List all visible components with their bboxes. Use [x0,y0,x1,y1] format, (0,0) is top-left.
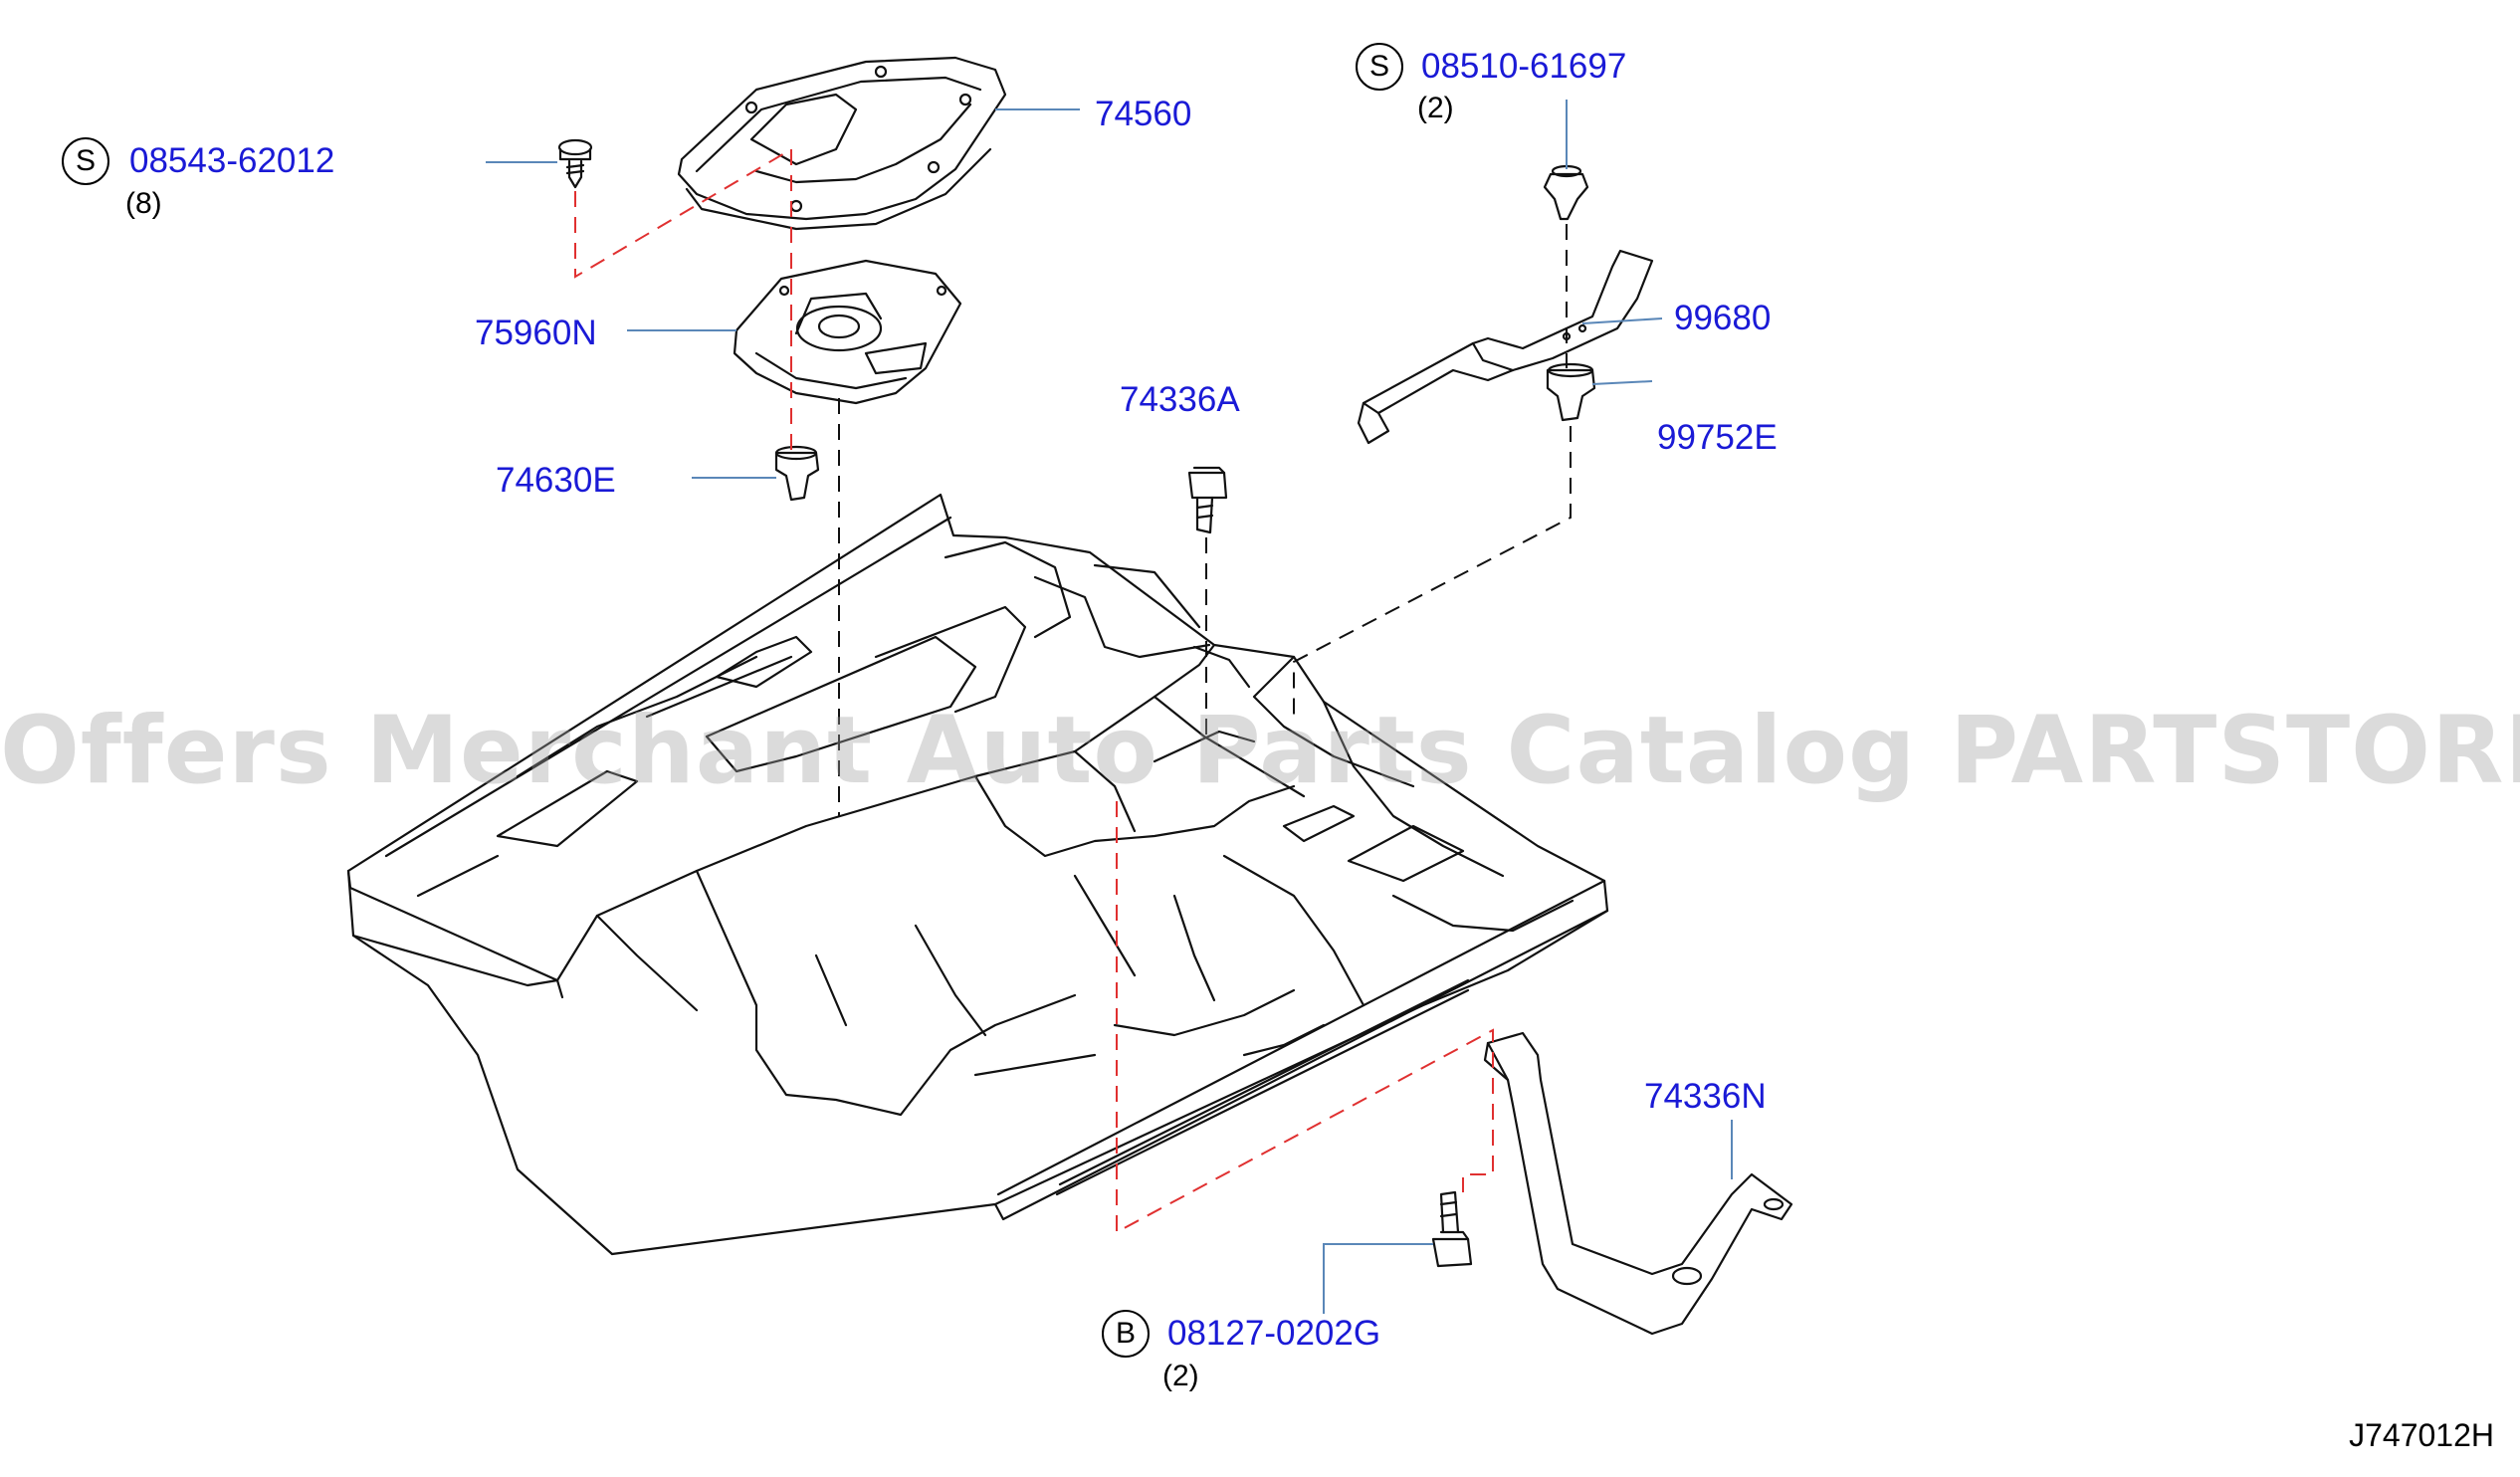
strap-99680 [1357,249,1654,445]
callout-99752E[interactable]: 99752E [1657,418,1778,457]
qty-08543: (8) [125,187,162,220]
callout-74560[interactable]: 74560 [1095,95,1192,133]
bolt-08127-0202G [1431,1190,1473,1268]
callout-99680[interactable]: 99680 [1674,299,1772,337]
screw-08543-62012 [557,138,593,189]
qty-08510: (2) [1417,92,1454,124]
leader-lines [486,100,1733,1314]
callout-74336N[interactable]: 74336N [1644,1077,1767,1116]
floor-panel [346,493,1609,1256]
clip-74630E [774,445,820,502]
callout-08510-61697[interactable]: 08510-61697 [1421,47,1627,86]
clip-08510-61697 [1543,164,1589,221]
badge-b-08127: B [1102,1310,1150,1358]
black-dashed-guides [838,224,1572,816]
badge-s-08543: S [62,137,109,185]
diagram-code: J747012H [2349,1417,2494,1453]
callout-08543-62012[interactable]: 08543-62012 [129,141,335,180]
clip-99752E [1546,362,1596,422]
bracket-74336N [1483,1031,1793,1336]
callout-74336A[interactable]: 74336A [1120,380,1240,419]
boot-cover-74560 [677,56,1007,231]
red-dashed-guides [574,148,1494,1234]
badge-s-08510: S [1356,43,1403,91]
callout-74630E[interactable]: 74630E [496,461,616,500]
qty-08127: (2) [1162,1360,1199,1392]
boot-inner-75960N [733,259,962,405]
callout-08127-0202G[interactable]: 08127-0202G [1167,1314,1381,1353]
callout-75960N[interactable]: 75960N [475,314,597,352]
bolt-74336A [1187,466,1228,534]
